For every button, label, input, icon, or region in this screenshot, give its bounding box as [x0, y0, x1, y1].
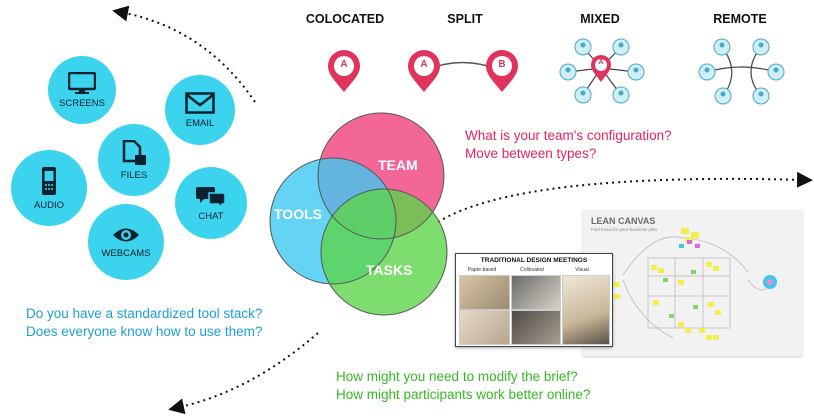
tool-questions: Do you have a standardized tool stack? D…	[26, 305, 262, 341]
chat-bubbles-icon	[196, 186, 226, 207]
mixed-pin-label: A	[598, 59, 604, 66]
lean-canvas-title: LEAN CANVAS	[591, 216, 656, 226]
split-pin-a-icon	[408, 50, 440, 92]
meetings-col-visual: Visual	[575, 267, 589, 273]
meetings-col-collocated: Collocated	[520, 267, 544, 273]
tool-email: EMAIL	[165, 75, 235, 145]
monitor-icon	[68, 71, 96, 94]
team-question-2: Move between types?	[465, 146, 597, 161]
meetings-title: TRADITIONAL DESIGN MEETINGS	[480, 257, 588, 264]
split-pin-b-icon	[486, 50, 518, 92]
tool-audio-label: AUDIO	[33, 199, 65, 211]
file-icon	[122, 139, 146, 165]
meeting-photo-4	[459, 310, 510, 345]
split-pin-b-label: B	[498, 59, 506, 70]
arrow-to-right	[437, 171, 813, 223]
traditional-meetings-image: TRADITIONAL DESIGN MEETINGS Paper-based …	[455, 253, 613, 347]
envelope-icon	[185, 91, 215, 114]
venn-label-team: TEAM	[378, 157, 418, 173]
tool-email-label: EMAIL	[185, 117, 215, 129]
task-questions: How might you need to modify the brief? …	[336, 368, 590, 404]
split-heading: SPLIT	[447, 12, 483, 26]
mixed-heading: MIXED	[580, 12, 620, 26]
colocated-heading: COLOCATED	[305, 12, 385, 26]
lean-canvas-image: LEAN CANVAS Find focus for your business…	[583, 210, 802, 356]
venn-circle-tasks	[321, 189, 447, 315]
meeting-photo-5	[511, 310, 561, 345]
task-question-2: How might participants work better onlin…	[336, 387, 591, 402]
meeting-photo-1	[459, 275, 510, 310]
colocated-pin-label: A	[340, 59, 348, 70]
tool-chat-label: CHAT	[198, 210, 224, 222]
meeting-photo-2	[511, 275, 561, 310]
tool-screens-label: SCREENS	[59, 97, 105, 109]
split-pin-a-label: A	[420, 59, 428, 70]
tool-question-2: Does everyone know how to use them?	[26, 324, 263, 339]
arrow-to-bottom	[168, 332, 319, 415]
remote-heading: REMOTE	[713, 12, 767, 26]
tool-files: FILES	[98, 124, 170, 196]
team-questions: What is your team's configuration? Move …	[465, 127, 672, 163]
tool-question-1: Do you have a standardized tool stack?	[26, 306, 263, 321]
arrow-to-top	[112, 5, 256, 103]
meeting-photo-3	[562, 275, 610, 345]
tool-audio: AUDIO	[11, 150, 87, 226]
tool-screens: SCREENS	[48, 56, 116, 124]
task-question-1: How might you need to modify the brief?	[336, 369, 578, 384]
lean-canvas-sketch	[607, 228, 777, 340]
colocated-pin-icon	[328, 50, 360, 92]
remote-network-icon	[698, 38, 785, 105]
eye-icon	[113, 228, 139, 241]
venn-label-tools: TOOLS	[274, 206, 322, 222]
tool-chat: CHAT	[175, 167, 247, 239]
tool-webcams-label: WEBCAMS	[101, 247, 151, 259]
tool-files-label: FILES	[120, 169, 148, 181]
tool-webcams: WEBCAMS	[88, 204, 164, 280]
team-question-1: What is your team's configuration?	[465, 128, 672, 143]
lean-canvas-subtitle: Find focus for your business plan	[591, 227, 658, 232]
meetings-col-paper: Paper-based	[467, 267, 497, 273]
mobile-phone-icon	[42, 166, 56, 195]
venn-diagram	[269, 112, 448, 316]
mixed-network-icon	[559, 38, 645, 104]
venn-label-tasks: TASKS	[366, 262, 413, 278]
